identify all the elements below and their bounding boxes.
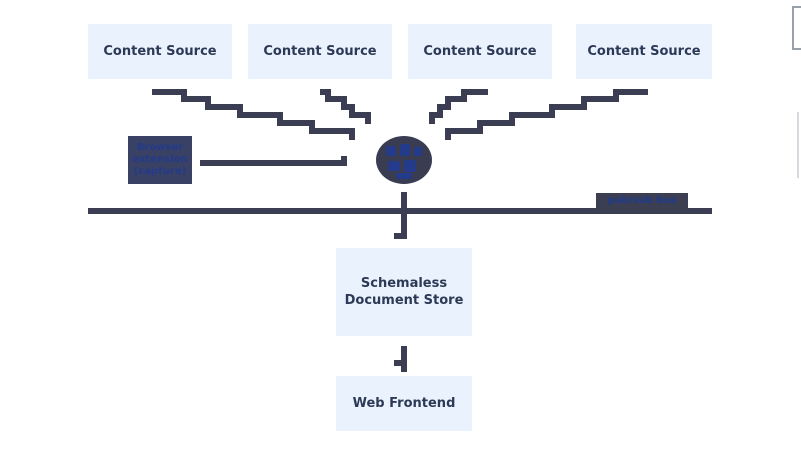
connector-source-4 [445,89,648,140]
connector-source-3 [429,89,488,124]
content-source-box: Content Source [248,24,392,79]
content-source-box: Content Source [408,24,552,79]
content-source-box: Content Source [88,24,232,79]
web-frontend-box: Web Frontend [336,376,472,431]
connector-source-1 [152,89,355,140]
scrollbar-track [797,112,799,178]
connector-bus-to-store [394,192,407,239]
connector-source-2 [320,89,371,124]
bus-label: pub/sub bus [596,193,688,209]
connector-side [200,156,347,166]
document-store-box: Schemaless Document Store [336,248,472,336]
side-source-label: Browser extension (capture) [128,136,192,184]
window-edge-frame [792,6,801,50]
hub-logo-icon [376,136,432,184]
content-source-box: Content Source [576,24,712,79]
